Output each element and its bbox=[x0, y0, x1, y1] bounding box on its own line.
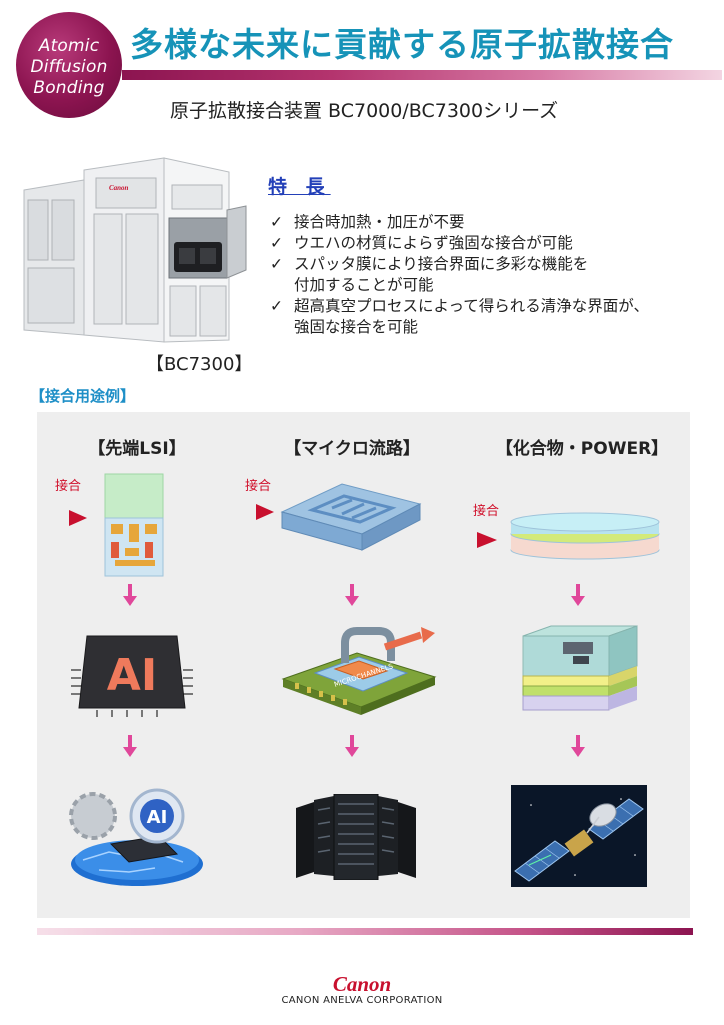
feature-text: 付加することが可能 bbox=[294, 276, 434, 294]
feature-item-continued: 付加することが可能 bbox=[270, 275, 710, 296]
check-icon: ✓ bbox=[270, 213, 283, 231]
title-underline-bar bbox=[122, 70, 722, 80]
compound-device-stack-image bbox=[522, 625, 638, 711]
features-heading: 特 長 bbox=[268, 176, 331, 198]
down-arrow-icon bbox=[123, 735, 137, 757]
check-icon: ✓ bbox=[270, 234, 283, 252]
ai-circuit-board-image: AI bbox=[69, 788, 203, 886]
canon-logo: Canon bbox=[332, 972, 392, 996]
down-arrow-icon bbox=[123, 584, 137, 606]
page-subtitle: 原子拡散接合装置 BC7000/BC7300シリーズ bbox=[170, 100, 559, 122]
compound-wafer-image bbox=[477, 512, 660, 560]
bond-label: 接合 bbox=[55, 479, 82, 494]
logo-line-3: Bonding bbox=[33, 78, 105, 98]
machine-brand: Canon bbox=[109, 184, 129, 192]
column-title-advanced-lsi: 【先端LSI】 bbox=[88, 439, 186, 459]
feature-item: ✓ ウエハの材質によらず強固な接合が可能 bbox=[270, 233, 710, 254]
feature-item: ✓ 超高真空プロセスによって得られる清浄な界面が、 bbox=[270, 296, 710, 317]
feature-text: スパッタ膜により接合界面に多彩な機能を bbox=[294, 255, 589, 273]
logo-line-2: Diffusion bbox=[30, 57, 108, 77]
feature-text: 接合時加熱・加圧が不要 bbox=[294, 213, 465, 231]
usage-examples-panel: 【先端LSI】 【マイクロ流路】 【化合物・POWER】 接合 接合 接合 bbox=[37, 412, 690, 918]
features-list: ✓ 接合時加熱・加圧が不要 ✓ ウエハの材質によらず強固な接合が可能 ✓ スパッ… bbox=[270, 212, 710, 338]
feature-item: ✓ スパッタ膜により接合界面に多彩な機能を bbox=[270, 254, 710, 275]
check-icon: ✓ bbox=[270, 255, 283, 273]
logo-line-1: Atomic bbox=[38, 36, 100, 56]
feature-text: 超高真空プロセスによって得られる清浄な界面が、 bbox=[294, 297, 649, 315]
machine-caption: 【BC7300】 bbox=[146, 354, 253, 375]
bond-label: 接合 bbox=[245, 479, 272, 494]
feature-item: ✓ 接合時加熱・加圧が不要 bbox=[270, 212, 710, 233]
feature-text: 強固な接合を可能 bbox=[294, 318, 419, 336]
footer-bar bbox=[37, 928, 693, 935]
feature-text: ウエハの材質によらず強固な接合が可能 bbox=[294, 234, 573, 252]
data-center-servers-image bbox=[296, 794, 416, 880]
feature-item-continued: 強固な接合を可能 bbox=[270, 317, 710, 338]
down-arrow-icon bbox=[345, 584, 359, 606]
ai-chip-text: AI bbox=[107, 650, 157, 701]
bc7300-machine-image: Canon bbox=[23, 157, 247, 343]
company-name: CANON ANELVA CORPORATION bbox=[281, 995, 443, 1006]
adb-logo: Atomic Diffusion Bonding bbox=[16, 12, 122, 118]
page-title: 多様な未来に貢献する原子拡散接合 bbox=[130, 25, 674, 64]
lsi-stack-image bbox=[69, 473, 164, 577]
ai-badge-text: AI bbox=[147, 807, 168, 828]
down-arrow-icon bbox=[571, 735, 585, 757]
bond-label: 接合 bbox=[473, 504, 500, 519]
column-title-microfluidics: 【マイクロ流路】 bbox=[284, 439, 420, 459]
down-arrow-icon bbox=[571, 584, 585, 606]
usage-heading: 【接合用途例】 bbox=[30, 387, 136, 405]
microchannel-image bbox=[256, 483, 422, 551]
check-icon: ✓ bbox=[270, 297, 283, 315]
down-arrow-icon bbox=[345, 735, 359, 757]
column-title-compound-power: 【化合物・POWER】 bbox=[495, 439, 669, 459]
ai-chip-image: AI bbox=[71, 635, 193, 717]
microchannel-cooler-image: MICROCHANNELS bbox=[281, 627, 437, 715]
satellite-image bbox=[511, 785, 647, 887]
